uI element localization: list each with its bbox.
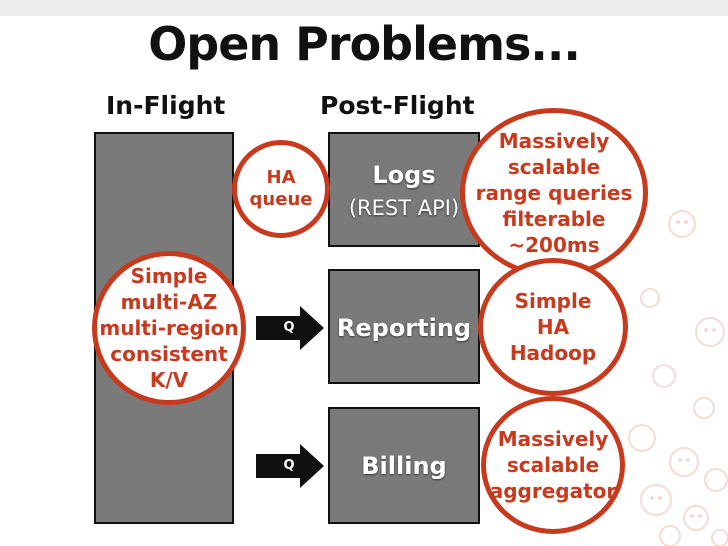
- callout-line: Massively: [498, 129, 610, 153]
- billing-queue-arrow: Q: [256, 444, 324, 488]
- arrow-right-icon: [256, 306, 324, 350]
- callout-line: HA: [536, 315, 570, 339]
- callout-line: queue: [249, 189, 313, 210]
- arrow-right-icon: [256, 444, 324, 488]
- callout-line: multi-AZ: [120, 290, 218, 314]
- column-label-post-flight: Post-Flight: [320, 91, 475, 120]
- callout-line: scalable: [506, 453, 600, 477]
- decorative-skull-pattern-icon: [628, 210, 728, 546]
- top-bar: [0, 0, 728, 16]
- billing-box: Billing: [328, 407, 480, 524]
- callout-line: Massively: [497, 427, 609, 451]
- logs-box: Logs (REST API): [328, 132, 480, 247]
- reporting-box: Reporting: [328, 269, 480, 384]
- callout-line: Hadoop: [509, 341, 597, 365]
- callout-line: Simple: [514, 289, 592, 313]
- callout-line: multi-region: [99, 316, 239, 340]
- logs-box-sublabel: (REST API): [348, 196, 460, 220]
- callout-line: scalable: [507, 155, 601, 179]
- logs-store-callout: Massively scalable range queries filtera…: [460, 108, 648, 278]
- reporting-queue-arrow: Q: [256, 306, 324, 350]
- billing-box-label: Billing: [361, 452, 447, 480]
- reporting-store-callout: Simple HA Hadoop: [478, 258, 628, 396]
- reporting-box-label: Reporting: [336, 314, 472, 342]
- column-label-in-flight: In-Flight: [106, 91, 226, 120]
- callout-line: ~200ms: [508, 233, 600, 257]
- callout-line: Simple: [130, 264, 208, 288]
- callout-line: K/V: [149, 368, 189, 392]
- callout-line: range queries: [475, 181, 633, 205]
- callout-line: filterable: [502, 207, 606, 231]
- callout-line: HA: [266, 167, 296, 188]
- kv-store-callout: Simple multi-AZ multi-region consistent …: [92, 251, 246, 405]
- billing-store-callout: Massively scalable aggregator: [481, 396, 625, 534]
- logs-box-label: Logs: [372, 161, 436, 189]
- callout-line: consistent: [110, 342, 228, 366]
- reporting-queue-label: Q: [283, 320, 295, 335]
- callout-line: aggregator: [489, 479, 617, 503]
- ha-queue-callout: HA queue: [232, 140, 330, 238]
- billing-queue-label: Q: [283, 458, 295, 473]
- slide-title: Open Problems...: [148, 17, 581, 71]
